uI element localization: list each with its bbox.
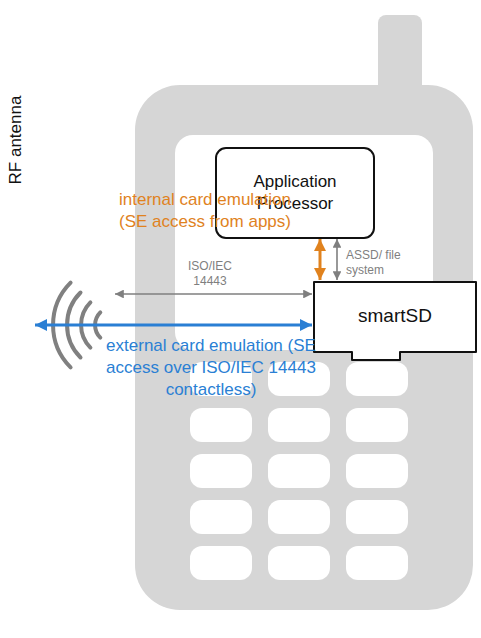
edge-label: external card emulation (SE access over … [100, 335, 322, 401]
sd-card-shape: smartSD [312, 280, 478, 362]
phone-key [190, 546, 252, 580]
phone-key [268, 408, 330, 442]
rf-antenna-symbol: RF antenna [35, 278, 115, 372]
phone-key [190, 500, 252, 534]
rf-antenna-symbol-outline [35, 278, 115, 372]
node-label: smartSD [312, 304, 478, 328]
double-arrow [336, 239, 338, 280]
antenna-wave [67, 293, 80, 358]
node-label: RF antenna [6, 96, 26, 185]
double-arrow [35, 324, 312, 327]
edge-label: ASSD/ file system [346, 248, 408, 278]
double-arrow [319, 239, 322, 280]
antenna-wave [53, 283, 71, 368]
phone-key [268, 454, 330, 488]
antenna-wave [95, 312, 100, 337]
phone-key [346, 362, 408, 396]
phone-key [190, 408, 252, 442]
phone-key [346, 454, 408, 488]
phone-key [268, 546, 330, 580]
phone-key [346, 500, 408, 534]
edge-label: ISO/IEC 14443 [180, 259, 240, 289]
antenna-wave [81, 302, 90, 347]
phone-key [268, 500, 330, 534]
double-arrow [115, 293, 312, 295]
phone-key [346, 546, 408, 580]
edge-label: internal card emulation (SE access from … [105, 189, 305, 233]
phone-key [346, 408, 408, 442]
phone-key [190, 454, 252, 488]
